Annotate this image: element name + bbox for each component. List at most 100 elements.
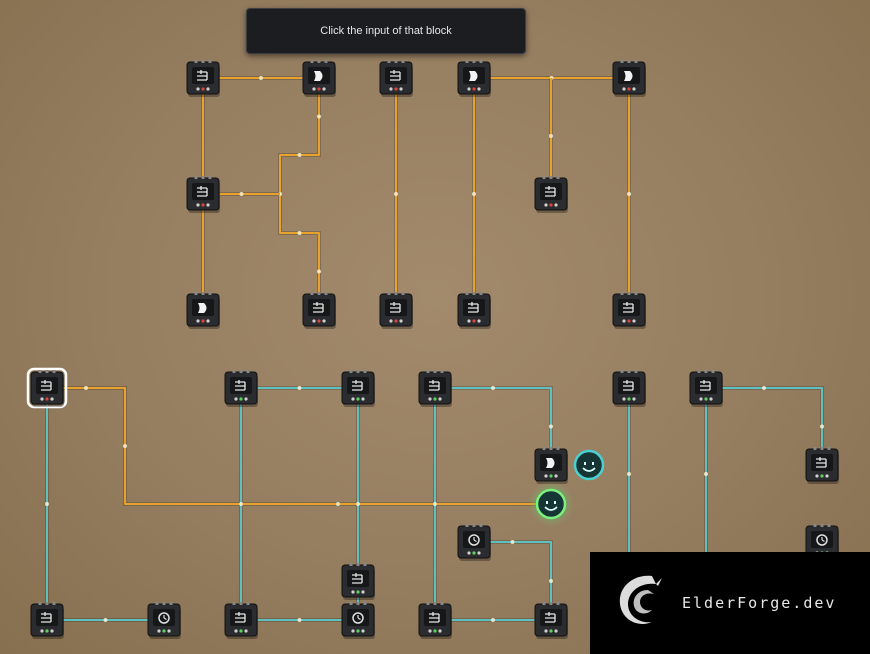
logic-block-row4-and-5[interactable] [689,370,723,407]
logic-block-top-or-2[interactable] [457,60,491,97]
signal-wire-teal [474,541,552,620]
signal-wire-teal [435,387,552,465]
status-led [632,87,636,91]
and-gate-icon [197,70,208,81]
logic-block-top-and-1[interactable] [186,60,220,97]
block-pin [208,292,212,295]
status-led [317,87,321,91]
block-pin [363,563,367,566]
signal-wire-teal-pulse [297,386,302,390]
logic-block-right-and[interactable] [805,447,839,484]
logic-block-bottom-and-3[interactable] [418,602,452,639]
block-pin [38,602,42,605]
status-led [356,397,360,401]
logic-block-row3-and-1[interactable] [302,292,336,329]
status-led [45,629,49,633]
status-led [825,474,829,478]
logic-block-row3-and-3[interactable] [457,292,491,329]
status-led [167,629,171,633]
block-pin [194,292,198,295]
logic-block-bottom-timer[interactable] [147,602,181,639]
status-led [361,629,365,633]
status-led [196,87,200,91]
logic-block-bottom-and-4[interactable] [534,602,568,639]
block-pin [549,176,553,179]
block-pin [349,370,353,373]
status-led [709,397,713,401]
indicator-ring [573,449,605,481]
block-pin [472,524,476,527]
logic-block-mid-or-teal[interactable] [534,447,568,484]
block-pin [239,370,243,373]
block-pin [246,370,250,373]
block-pin [465,292,469,295]
block-pin [310,60,314,63]
logic-block-row4-and-1[interactable] [224,370,258,407]
status-led [815,474,819,478]
signal-wire-orange-shadow [47,386,551,506]
and-gate-icon [313,302,324,313]
smiley-indicator-2[interactable] [535,488,567,520]
logic-block-top-and-2[interactable] [379,60,413,97]
logic-block-mid-and-2[interactable] [534,176,568,213]
block-pin [472,292,476,295]
status-led [467,319,471,323]
logic-block-top-or-3[interactable] [612,60,646,97]
block-pin [201,176,205,179]
block-pin [426,370,430,373]
logic-block-row3-and-4[interactable] [612,292,646,329]
and-gate-icon [429,380,440,391]
logic-block-top-or-1[interactable] [302,60,336,97]
signal-wire-orange [279,78,320,310]
block-pin [239,602,243,605]
or-gate-icon [469,71,478,81]
logic-block-row3-and-2[interactable] [379,292,413,329]
status-led [632,319,636,323]
signal-wire-teal-pulse [433,502,437,506]
brand-name: ElderForge.dev [682,594,837,612]
block-pin [479,292,483,295]
signal-wire-orange-pulse [84,386,88,390]
status-led [622,319,626,323]
block-pin [363,370,367,373]
logic-block-mid-and-1[interactable] [186,176,220,213]
signal-wire-teal [706,387,823,465]
logic-block-timer-block-1[interactable] [457,524,491,561]
or-gate-icon [624,71,633,81]
block-pin [169,602,173,605]
signal-wire-teal-pulse [549,424,553,429]
and-gate-icon [700,380,711,391]
status-led [472,87,476,91]
status-led [196,203,200,207]
block-pin [634,370,638,373]
block-pin [201,292,205,295]
logic-block-stack-and[interactable] [341,563,375,600]
status-led [477,319,481,323]
signal-wire-teal-pulse [549,579,553,583]
block-pin [387,292,391,295]
smiley-indicator-1[interactable] [573,449,605,481]
status-led [632,397,636,401]
logic-block-row4-and-2[interactable] [341,370,375,407]
block-pin [472,60,476,63]
block-pin [556,602,560,605]
logic-block-selected-and[interactable] [26,367,68,409]
status-led [206,87,210,91]
logic-block-bottom-and-1[interactable] [30,602,64,639]
status-led [544,629,548,633]
signal-wire-orange-pulse [336,502,340,506]
indicator-ring [535,488,567,520]
signal-wire-orange-pulse [297,231,302,235]
status-led [45,397,49,401]
logic-block-row3-or-1[interactable] [186,292,220,329]
logic-block-row4-and-3[interactable] [418,370,452,407]
logic-block-bottom-and-2[interactable] [224,602,258,639]
block-pin [440,602,444,605]
block-pin [232,602,236,605]
logic-block-bottom-timer-2[interactable] [341,602,375,639]
status-led [438,397,442,401]
status-led [544,203,548,207]
logic-block-row4-and-4[interactable] [612,370,646,407]
signal-wire-teal-pulse [103,618,108,622]
status-led [472,551,476,555]
